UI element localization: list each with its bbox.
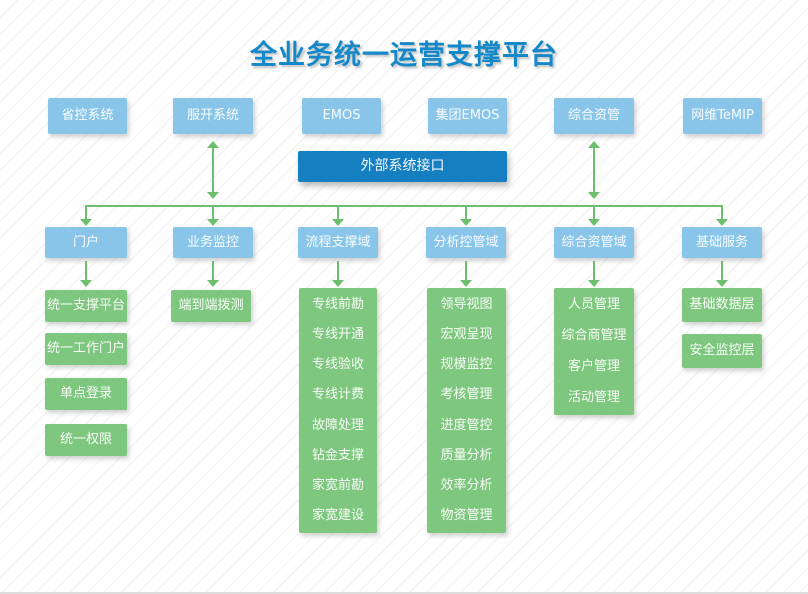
double-arrow-icon xyxy=(588,141,600,199)
top-system-box-province-control: 省控系统 xyxy=(48,98,127,134)
down-arrow-icon xyxy=(207,205,219,226)
top-system-box-emos: EMOS xyxy=(302,98,381,134)
domain-item: 钻金支撑 xyxy=(311,447,364,463)
down-arrow-icon xyxy=(332,261,344,287)
domain-header-analysis: 分析控管域 xyxy=(426,227,506,258)
domain-item: 专线计费 xyxy=(311,387,364,403)
domain-item: 家宽建设 xyxy=(311,507,364,523)
down-arrow-icon xyxy=(588,261,600,287)
domain-item-list-resource: 人员管理 综合商管理 客户管理 活动管理 xyxy=(554,288,634,415)
domain-item: 活动管理 xyxy=(567,389,620,405)
down-arrow-icon xyxy=(588,205,600,226)
domain-header-biz-monitor: 业务监控 xyxy=(173,227,253,258)
top-system-box-service-open: 服开系统 xyxy=(173,98,253,134)
domain-header-process: 流程支撑域 xyxy=(298,227,378,258)
domain-header-basic-service: 基础服务 xyxy=(682,227,762,258)
double-arrow-icon xyxy=(207,141,219,199)
domain-item-box: 统一权限 xyxy=(45,424,127,456)
domain-item: 考核管理 xyxy=(440,387,493,403)
domain-item-box: 单点登录 xyxy=(45,378,127,410)
connector-rail xyxy=(85,205,723,207)
top-system-box-resource-mgmt: 综合资管 xyxy=(554,98,634,134)
domain-item-box: 统一工作门户 xyxy=(45,333,127,365)
page-title: 全业务统一运营支撑平台 xyxy=(250,40,558,71)
down-arrow-icon xyxy=(460,205,472,226)
down-arrow-icon xyxy=(716,205,728,226)
domain-item: 家宽前勘 xyxy=(311,477,364,493)
domain-item: 质量分析 xyxy=(440,447,493,463)
domain-item: 故障处理 xyxy=(311,417,364,433)
domain-item: 效率分析 xyxy=(440,477,493,493)
domain-item-box: 统一支撑平台 xyxy=(45,290,127,322)
domain-item: 规模监控 xyxy=(440,357,493,373)
domain-item: 宏观呈现 xyxy=(440,327,493,343)
down-arrow-icon xyxy=(332,205,344,226)
domain-item: 专线验收 xyxy=(311,357,364,373)
domain-item-list-analysis: 领导视图 宏观呈现 规模监控 考核管理 进度管控 质量分析 效率分析 物资管理 xyxy=(427,288,506,533)
down-arrow-icon xyxy=(207,261,219,287)
top-system-box-temip: 网维TeMIP xyxy=(683,98,762,134)
domain-item: 专线前勘 xyxy=(311,297,364,313)
domain-item: 专线开通 xyxy=(311,327,364,343)
domain-item-box: 端到端拨测 xyxy=(171,290,251,322)
down-arrow-icon xyxy=(80,205,92,226)
down-arrow-icon xyxy=(80,261,92,287)
down-arrow-icon xyxy=(460,261,472,287)
down-arrow-icon xyxy=(716,261,728,287)
domain-item: 领导视图 xyxy=(440,297,493,313)
domain-item: 进度管控 xyxy=(440,417,493,433)
domain-header-resource: 综合资管域 xyxy=(554,227,634,258)
domain-item: 综合商管理 xyxy=(561,328,627,344)
external-interface-bar: 外部系统接口 xyxy=(298,151,507,182)
domain-header-portal: 门户 xyxy=(45,227,127,258)
domain-item-box: 基础数据层 xyxy=(682,288,762,322)
domain-item: 物资管理 xyxy=(440,507,493,523)
top-system-box-group-emos: 集团EMOS xyxy=(428,98,507,134)
domain-item: 人员管理 xyxy=(567,297,620,313)
domain-item-box: 安全监控层 xyxy=(682,334,762,368)
domain-item: 客户管理 xyxy=(567,358,620,374)
domain-item-list-process: 专线前勘 专线开通 专线验收 专线计费 故障处理 钻金支撑 家宽前勘 家宽建设 xyxy=(299,288,377,533)
